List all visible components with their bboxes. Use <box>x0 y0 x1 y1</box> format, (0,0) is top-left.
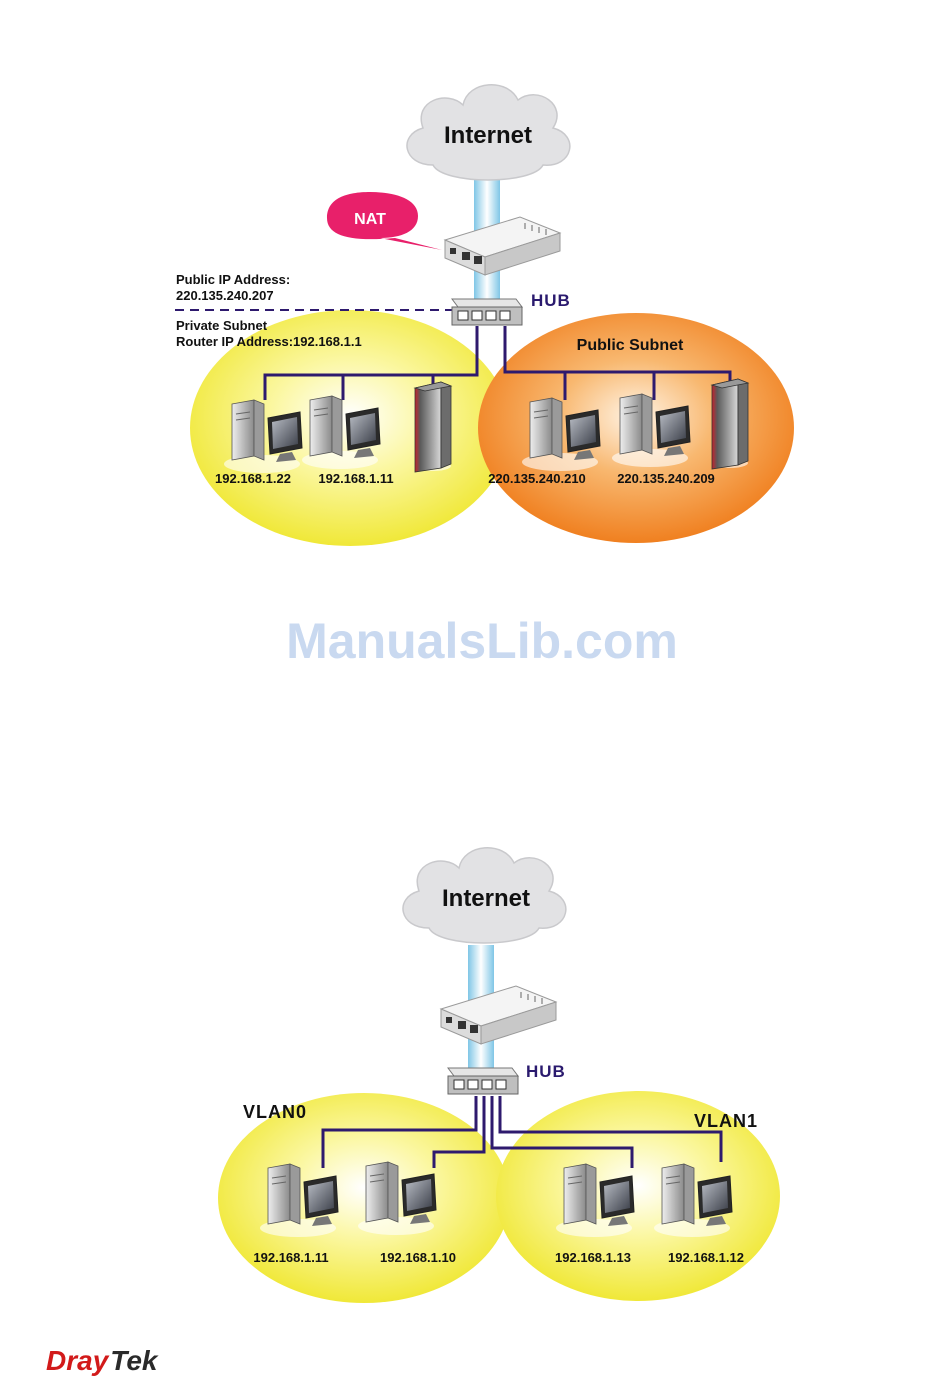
router-icon <box>441 986 556 1044</box>
internet-cloud-label: Internet <box>442 885 530 912</box>
router-icon <box>445 217 560 275</box>
host-ip-label: 192.168.1.11 <box>253 1250 328 1265</box>
diagram-nat-public-subnet: Internet NAT HUB Public IP Address: 220.… <box>175 85 794 546</box>
brand-part2: Tek <box>110 1345 159 1376</box>
public-ip-label: Public IP Address: <box>176 272 290 287</box>
watermark: ManualsLib.com <box>286 613 678 669</box>
server-icon <box>712 379 748 469</box>
host-ip-label: 192.168.1.11 <box>318 471 393 486</box>
hub-label: HUB <box>531 291 571 310</box>
brand-part1: Dray <box>46 1345 110 1376</box>
host-ip-label: 192.168.1.10 <box>380 1250 456 1265</box>
host-ip-label: 192.168.1.12 <box>668 1250 744 1265</box>
hub-label: HUB <box>526 1062 566 1081</box>
host-ip-label: 220.135.240.210 <box>488 471 586 486</box>
router-ip-label: Router IP Address:192.168.1.1 <box>176 334 362 349</box>
public-subnet-title: Public Subnet <box>577 337 684 354</box>
vlan0-label: VLAN0 <box>243 1102 307 1122</box>
svg-text:DrayTek: DrayTek <box>46 1345 159 1376</box>
hub-icon <box>448 1068 518 1094</box>
vlan0-zone <box>218 1093 510 1303</box>
public-ip-value: 220.135.240.207 <box>176 288 274 303</box>
server-icon <box>415 382 451 472</box>
nat-label: NAT <box>354 211 386 228</box>
private-subnet-label: Private Subnet <box>176 318 268 333</box>
host-ip-label: 192.168.1.22 <box>215 471 291 486</box>
draytek-logo: DrayTek <box>46 1345 159 1376</box>
diagram-vlan: Internet HUB VLAN0 VLAN1 192.168.1.11 19… <box>218 848 780 1303</box>
host-ip-label: 192.168.1.13 <box>555 1250 631 1265</box>
vlan1-label: VLAN1 <box>694 1111 758 1131</box>
host-ip-label: 220.135.240.209 <box>617 471 715 486</box>
internet-cloud-label: Internet <box>444 122 532 149</box>
hub-icon <box>452 299 522 325</box>
